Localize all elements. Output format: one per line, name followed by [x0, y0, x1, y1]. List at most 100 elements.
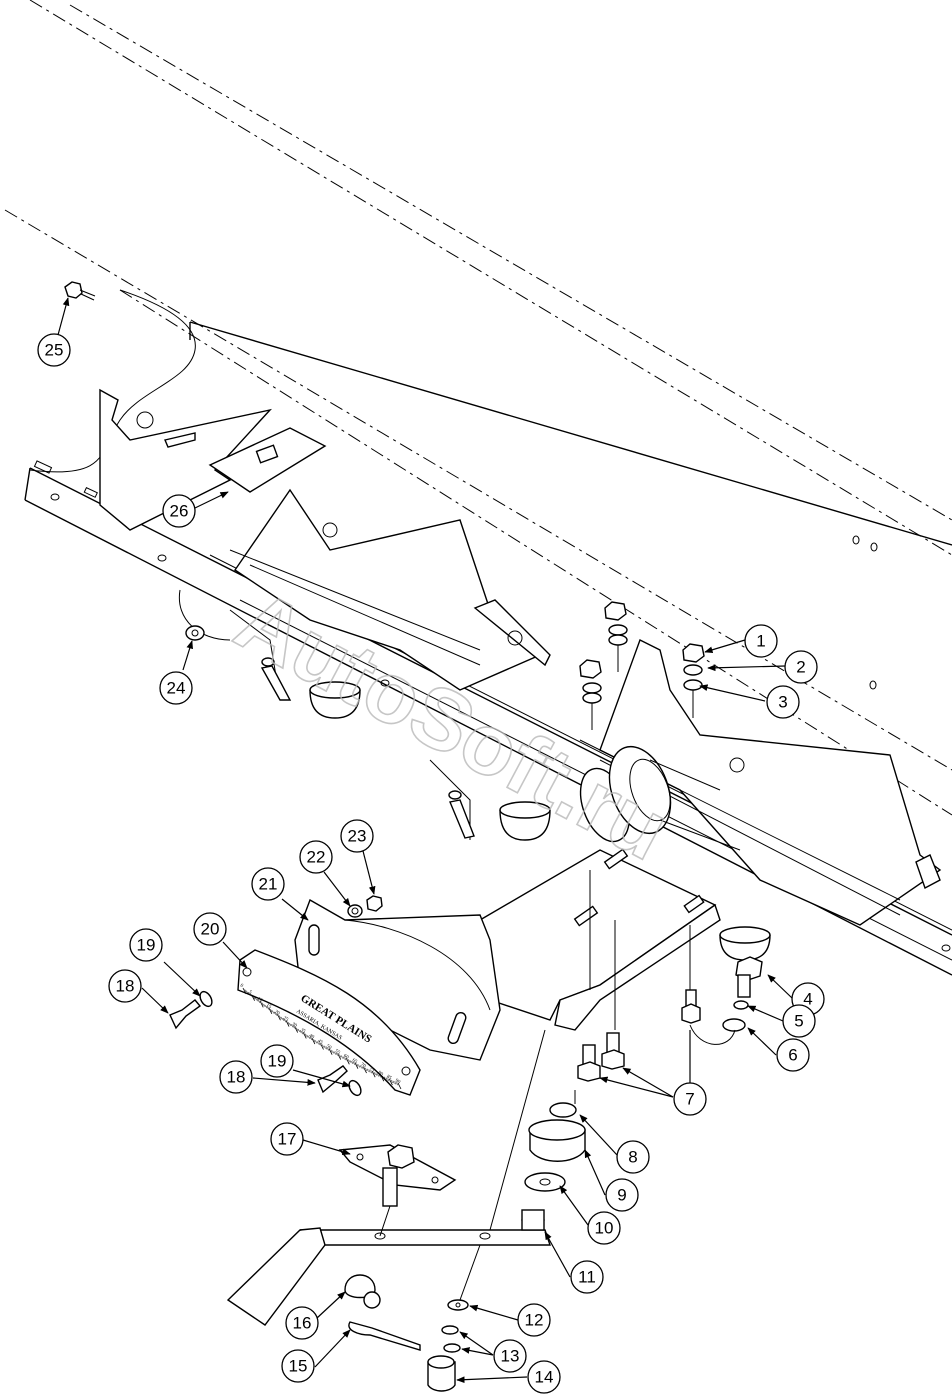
gauge-tick [259, 1001, 264, 1008]
gauge-minor-tick [370, 1070, 373, 1074]
gauge-tick [371, 1070, 376, 1078]
svg-text:9: 9 [617, 1186, 626, 1205]
gauge-tick [268, 1007, 273, 1015]
svg-text:24: 24 [167, 679, 186, 698]
callout-16: 16 [285, 1306, 319, 1340]
svg-text:26: 26 [170, 502, 189, 521]
gauge-backing-plate [294, 898, 501, 1061]
gauge-arm [226, 1029, 551, 1326]
gauge-scale-label: 65 [351, 1058, 358, 1065]
gauge-minor-tick [330, 1049, 333, 1053]
svg-text:13: 13 [501, 1347, 520, 1366]
callout-17: 17 [270, 1122, 304, 1156]
gauge-scale-label: 70 [359, 1062, 366, 1069]
gauge-minor-tick [382, 1075, 385, 1080]
callout-23: 23 [340, 819, 374, 853]
gauge-minor-tick [306, 1034, 309, 1038]
svg-text:5: 5 [794, 1012, 803, 1031]
gauge-minor-tick [323, 1045, 326, 1049]
gauge-minor-tick [390, 1079, 393, 1084]
gauge-minor-tick [385, 1077, 388, 1081]
gauge-minor-tick [284, 1019, 287, 1023]
gauge-minor-tick [296, 1027, 299, 1031]
gauge-minor-tick [304, 1033, 307, 1037]
svg-text:19: 19 [137, 936, 156, 955]
svg-text:3: 3 [778, 693, 787, 712]
gauge-scale-label: 75 [368, 1067, 375, 1074]
gauge-minor-tick [292, 1025, 295, 1029]
gauge-minor-tick [282, 1017, 285, 1022]
svg-text:22: 22 [307, 848, 326, 867]
gauge-minor-tick [254, 997, 257, 1001]
pivot-hardware [344, 1274, 469, 1392]
row-unit-troughs [99, 388, 942, 926]
gauge-scale-label: 60 [342, 1054, 349, 1061]
gauge-minor-tick [270, 1009, 273, 1013]
gauge-tick [345, 1058, 350, 1065]
svg-text:11: 11 [578, 1268, 596, 1287]
svg-text:12: 12 [525, 1311, 544, 1330]
gauge-tick [311, 1037, 316, 1045]
callout-22: 22 [299, 840, 333, 874]
svg-text:23: 23 [348, 827, 367, 846]
gauge-minor-tick [361, 1066, 364, 1070]
gauge-minor-tick [265, 1005, 268, 1009]
gauge-minor-tick [301, 1031, 304, 1035]
gauge-scale-label: 25 [282, 1016, 289, 1023]
gauge-minor-tick [349, 1059, 352, 1064]
gauge-minor-tick [334, 1051, 337, 1055]
svg-text:25: 25 [45, 341, 64, 360]
svg-text:1: 1 [756, 632, 765, 651]
callout-19-lower: 19 [260, 1044, 294, 1078]
gauge-tick [320, 1043, 324, 1050]
gauge-tick [354, 1062, 359, 1069]
gauge-tick [294, 1026, 299, 1033]
gauge-minor-tick [387, 1078, 390, 1082]
gauge-minor-tick [368, 1069, 371, 1073]
svg-text:15: 15 [289, 1357, 308, 1376]
gauge-scale-label: 5 [248, 990, 253, 996]
svg-text:21: 21 [259, 875, 278, 894]
gauge-minor-tick [253, 995, 256, 1000]
svg-text:6: 6 [788, 1046, 797, 1065]
gauge-minor-tick [316, 1041, 319, 1045]
gauge-scale-label: 80 [377, 1071, 384, 1078]
svg-text:19: 19 [268, 1052, 287, 1071]
bolt-25 [64, 281, 96, 301]
svg-text:16: 16 [293, 1314, 312, 1333]
callout-12: 12 [517, 1303, 551, 1337]
gauge-minor-tick [256, 998, 259, 1002]
svg-text:17: 17 [278, 1130, 297, 1149]
svg-text:18: 18 [227, 1068, 246, 1087]
callout-3: 3 [766, 685, 800, 719]
frame-centerlines [4, 0, 952, 816]
svg-text:20: 20 [201, 920, 220, 939]
leader-lines [57, 297, 793, 1384]
callout-8: 8 [616, 1140, 650, 1174]
gauge-scale-label: 55 [334, 1049, 341, 1056]
gauge-minor-tick [309, 1036, 312, 1041]
callout-10: 10 [587, 1211, 621, 1245]
gauge-scale-label: 30 [291, 1022, 298, 1029]
gauge-minor-tick [258, 999, 261, 1004]
gauge-tick [389, 1078, 393, 1086]
gauge-tick [328, 1048, 333, 1055]
svg-text:2: 2 [796, 658, 805, 677]
gauge-minor-tick [327, 1047, 330, 1051]
gauge-minor-tick [332, 1050, 335, 1054]
gauge-scale-label: 0 [239, 983, 244, 989]
gauge-minor-tick [278, 1015, 281, 1019]
callout-15: 15 [281, 1349, 315, 1383]
gauge-scale-label: 20 [273, 1010, 280, 1017]
gauge-minor-tick [321, 1044, 324, 1048]
callout-19: 19 [129, 928, 163, 962]
gauge-tick [363, 1066, 367, 1074]
depth-gauge-decal: GREAT PLAINS ASSARIA, KANSAS 05101520253… [237, 949, 421, 1096]
meter-cups [178, 589, 771, 961]
gauge-scale-label: 45 [316, 1039, 323, 1046]
gauge-minor-tick [394, 1081, 397, 1085]
gauge-minor-tick [261, 1002, 264, 1006]
svg-text:18: 18 [116, 977, 135, 996]
gauge-minor-tick [266, 1006, 269, 1010]
washer-24 [185, 625, 205, 641]
